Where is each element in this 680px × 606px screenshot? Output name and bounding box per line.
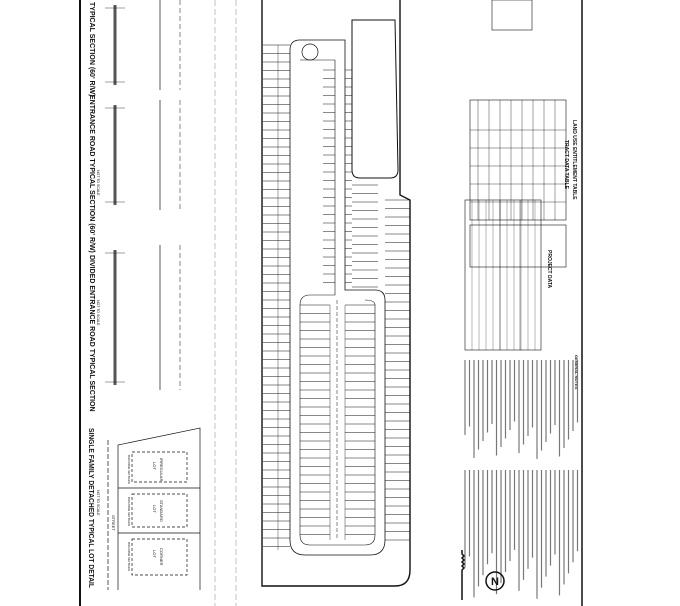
building-envelope: [131, 493, 188, 528]
lot-detail: [107, 427, 201, 590]
lot-label: LOT: [152, 462, 157, 470]
scale-note: NOT TO SCALE: [96, 490, 100, 516]
project-data-table: [464, 199, 542, 351]
data-tables: [464, 0, 567, 351]
lot-labels: IRREGULAR LOT STANDARD LOT CORNER LOT ST…: [111, 455, 164, 571]
lot-detail-outline: [117, 427, 201, 590]
general-notes: [464, 360, 579, 599]
setback-label: BUILDING SETBACK: [127, 497, 131, 526]
road-sections: [105, 0, 181, 390]
lot-grid: [263, 44, 410, 550]
building-envelope: [131, 451, 188, 483]
land-use-table: [469, 224, 567, 268]
section-2-title: ENTRANCE ROAD TYPICAL SECTION (60' R/W): [88, 95, 95, 253]
tract-title: TRACT DATA TABLE: [563, 140, 569, 190]
setback-label: BUILDING SETBACK: [127, 542, 131, 571]
lot-label: LOT: [152, 550, 157, 558]
street-label: STREET: [111, 515, 116, 531]
building-envelope: [131, 538, 188, 576]
section-1-title: TYPICAL SECTION (60' R/W): [88, 2, 95, 97]
cul-de-sac: [301, 43, 319, 61]
retention-pond: [351, 19, 399, 179]
tract-data-table: [469, 99, 567, 221]
setback-label: BUILDING SETBACK: [127, 455, 131, 484]
road-loop-inner: [299, 59, 376, 546]
lot-label: CORNER: [159, 548, 164, 565]
north-label: N: [491, 576, 499, 588]
notes-title: GENERAL NOTES: [574, 355, 579, 390]
scale-bar: [460, 550, 466, 600]
section-3-title: DIVIDED ENTRANCE ROAD TYPICAL SECTION: [88, 255, 95, 412]
site-plan: [261, 0, 411, 587]
scale-note: NOT TO SCALE: [96, 170, 100, 196]
north-arrow-icon: N: [485, 571, 505, 591]
scale-note: NOT TO SCALE: [96, 300, 100, 326]
top-table: [491, 0, 533, 31]
detail-titles: TYPICAL SECTION (60' R/W) ENTRANCE ROAD …: [87, 2, 100, 588]
lot-label: IRREGULAR: [159, 458, 164, 481]
land-use-title: LAND USE ENTITLEMENT TABLE: [571, 120, 577, 200]
lot-label: STANDARD: [159, 500, 164, 522]
road-loop-outer: [289, 39, 386, 556]
project-title: PROJECT DATA: [546, 250, 552, 289]
lot-detail-title: SINGLE FAMILY DETACHED TYPICAL LOT DETAI…: [87, 428, 96, 588]
lot-label: LOT: [152, 505, 157, 513]
property-boundary: [261, 0, 411, 587]
